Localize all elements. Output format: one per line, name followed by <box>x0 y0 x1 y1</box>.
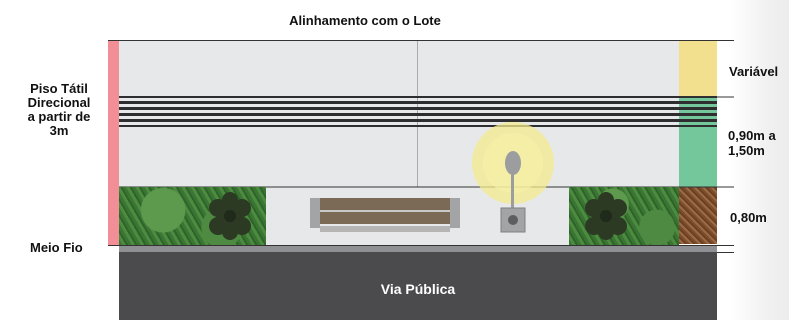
page-right-fade <box>730 0 789 320</box>
label-tactile-floor: Piso Tátil Direcional a partir de 3m <box>27 81 91 138</box>
planter-right <box>569 187 679 245</box>
zone-bottom <box>679 187 717 244</box>
label-curb: Meio Fio <box>30 240 83 255</box>
label-bottom-zone: 0,80m <box>730 210 767 225</box>
curb-strip <box>119 246 717 252</box>
curb-line-lower <box>717 252 734 253</box>
bench-icon <box>310 198 460 232</box>
zone-middle <box>679 97 717 187</box>
title-alinhamento: Alinhamento com o Lote <box>289 13 441 28</box>
shrub-icon <box>585 192 627 240</box>
tactile-guide-strip <box>108 41 119 246</box>
road <box>119 252 717 320</box>
zone-variable <box>679 41 717 97</box>
curb-line <box>108 245 734 246</box>
shrub-icon <box>209 192 251 240</box>
road-label: Via Pública <box>380 281 456 297</box>
street-lamp-icon <box>472 122 554 233</box>
label-middle-zone: 0,90m a 1,50m <box>728 128 776 158</box>
label-variable: Variável <box>729 64 779 79</box>
lot-alignment-line <box>108 40 734 41</box>
